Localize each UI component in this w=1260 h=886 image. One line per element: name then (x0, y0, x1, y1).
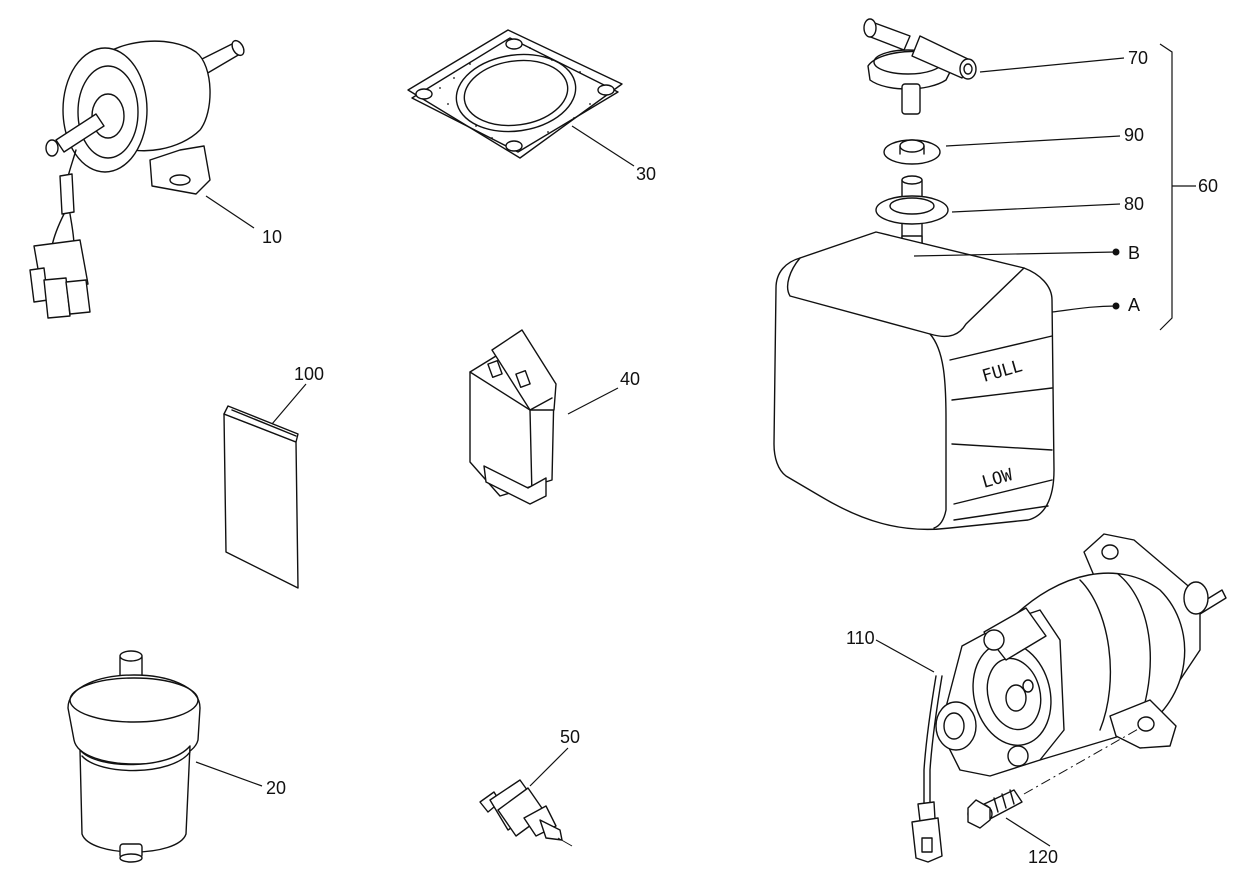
sensor-part-50[interactable] (479, 779, 573, 847)
callout-110: 110 (846, 628, 875, 648)
callout-a-dot (1112, 302, 1120, 310)
valve-cap-part-70[interactable] (863, 18, 977, 115)
callout-b: B (1128, 243, 1140, 263)
callout-30: 30 (636, 164, 656, 184)
gasket-part-30[interactable] (407, 29, 623, 159)
fuel-filter-part-20[interactable] (67, 650, 201, 863)
callout-90: 90 (1124, 125, 1144, 145)
callout-120: 120 (1028, 847, 1058, 867)
callout-20: 20 (266, 778, 286, 798)
callout-70: 70 (1128, 48, 1148, 68)
tank-assembly-part-60[interactable] (773, 18, 1055, 531)
starter-motor[interactable] (911, 533, 1227, 863)
callout-10: 10 (262, 227, 282, 247)
washer-part-90[interactable] (883, 139, 941, 165)
fuel-pump-part-10[interactable] (29, 39, 246, 319)
callout-60: 60 (1198, 176, 1218, 196)
grommet-part-80[interactable] (875, 195, 949, 225)
callout-40: 40 (620, 369, 640, 389)
card-part-100[interactable] (223, 405, 299, 589)
bolt-part-120[interactable] (967, 789, 1023, 829)
wire-lead-part-110[interactable] (911, 675, 943, 863)
callout-100: 100 (294, 364, 324, 384)
callout-a: A (1128, 295, 1140, 315)
callout-50: 50 (560, 727, 580, 747)
callout-b-dot (1112, 248, 1120, 256)
assembly-60-bracket (1159, 43, 1173, 331)
callout-80: 80 (1124, 194, 1144, 214)
controller-part-40[interactable] (469, 329, 557, 505)
